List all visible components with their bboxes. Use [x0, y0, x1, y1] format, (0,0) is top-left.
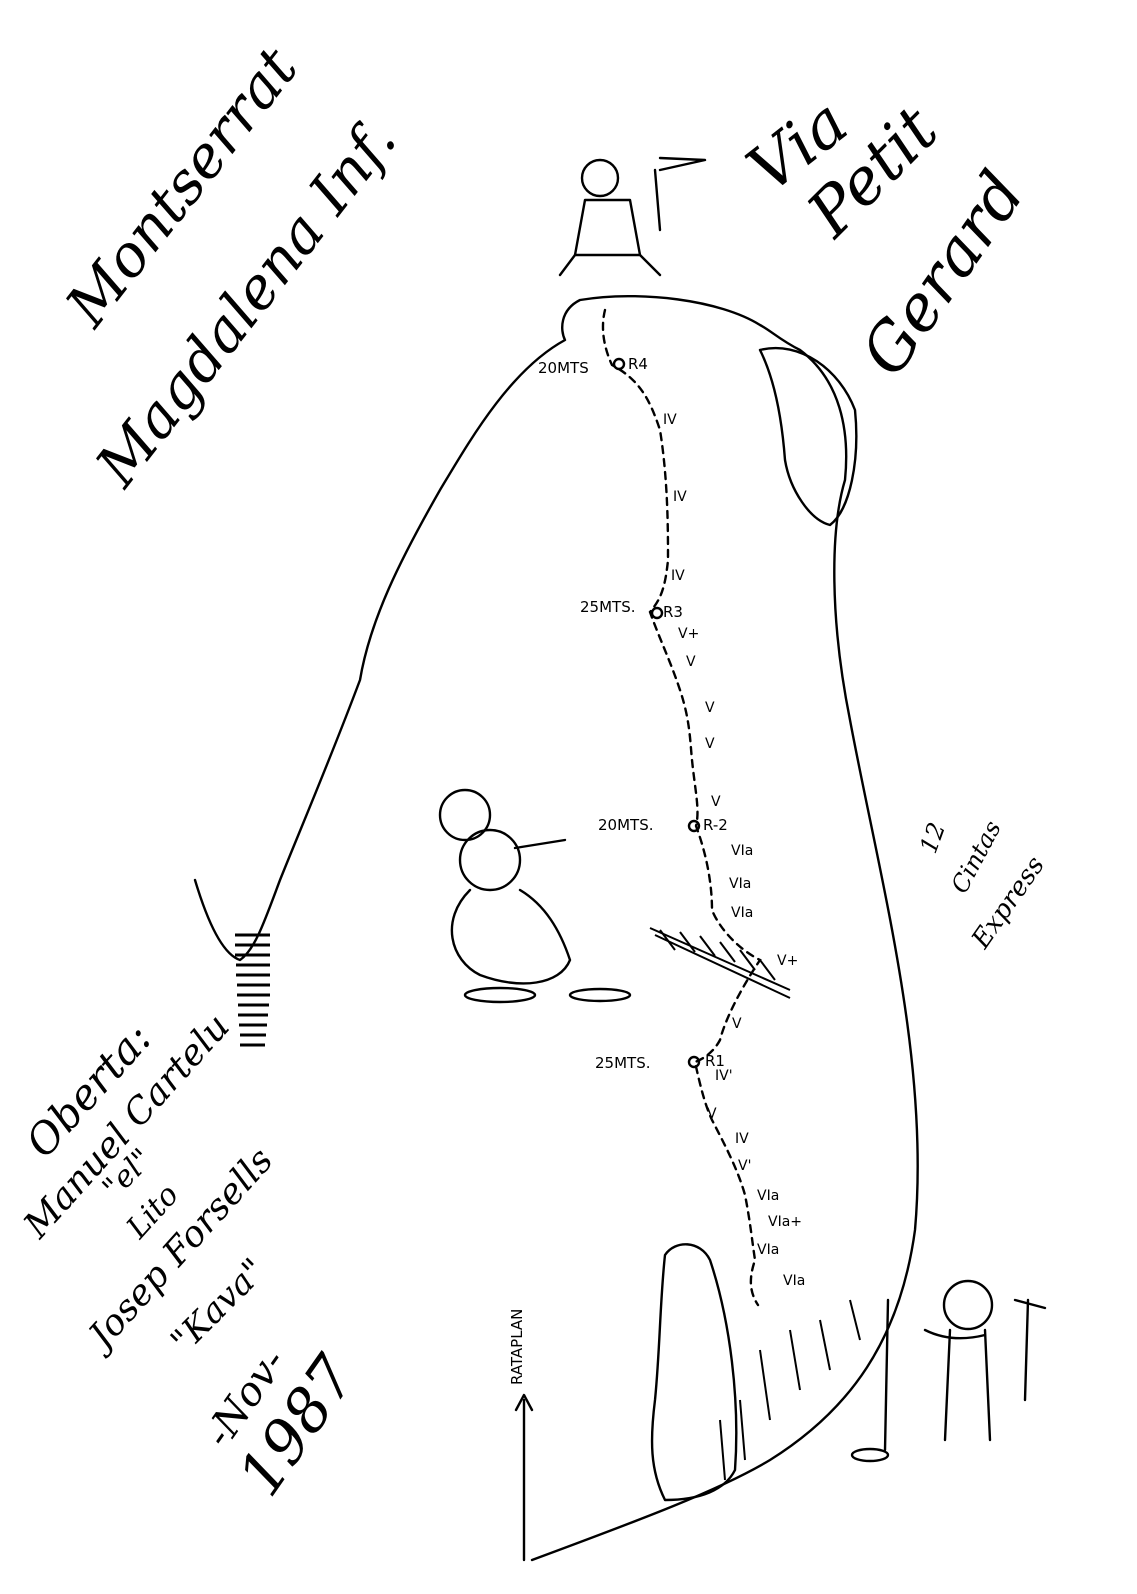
grade-label: IV'	[715, 1068, 733, 1084]
grade-label: V+	[678, 626, 699, 642]
ledge-hatch	[649, 927, 791, 999]
belay-r1-circle	[687, 1055, 701, 1069]
rataplan-label: RATAPLAN	[508, 1309, 526, 1385]
grade-label: V	[732, 1016, 742, 1032]
grade-label: VIa	[783, 1273, 805, 1289]
grade-label: VIa	[731, 843, 753, 859]
gear-count: 12	[914, 819, 951, 857]
belay-r1-length: 25MTS.	[595, 1054, 650, 1072]
belay-r2-circle	[687, 819, 701, 833]
rataplan-arrowhead	[514, 1393, 534, 1412]
belayer-figure	[850, 1279, 1047, 1463]
pillar	[650, 1243, 738, 1502]
grade-label: V	[686, 654, 696, 670]
grade-label: V	[705, 700, 715, 716]
grade-label: V	[705, 736, 715, 752]
grade-label: VIa+	[768, 1214, 802, 1230]
grade-label: IV	[671, 568, 685, 584]
grade-label: V	[707, 1106, 717, 1122]
belay-r2-length: 20MTS.	[598, 816, 653, 834]
climber-cartoon	[438, 788, 632, 1004]
grade-label: VIa	[729, 876, 751, 892]
rock-outline	[193, 295, 919, 1562]
belay-r4-length: 20MTS	[538, 359, 589, 377]
belay-r1-name: R1	[705, 1052, 725, 1070]
grade-label: VIa	[757, 1188, 779, 1204]
belay-r3-name: R3	[663, 603, 683, 621]
belay-r3-circle	[650, 606, 664, 620]
grade-label: V'	[738, 1158, 751, 1174]
belay-r2-name: R-2	[703, 816, 728, 834]
belay-r3-length: 25MTS.	[580, 598, 635, 616]
belay-r4-name: R4	[628, 355, 648, 373]
grade-label: VIa	[757, 1242, 779, 1258]
grade-label: IV	[673, 489, 687, 505]
base-texture	[719, 1299, 861, 1481]
route-line	[601, 308, 762, 1307]
grade-label: VIa	[731, 905, 753, 921]
summit-figure	[558, 156, 707, 277]
gear-line1: Cintas	[946, 816, 1007, 898]
descent-hatch	[235, 933, 270, 1047]
belay-r4-circle	[612, 357, 626, 371]
rock-bump	[758, 346, 858, 527]
grade-label: IV	[735, 1131, 749, 1147]
grade-label: V+	[777, 953, 798, 969]
grade-label: IV	[663, 412, 677, 428]
grade-label: V	[711, 794, 721, 810]
